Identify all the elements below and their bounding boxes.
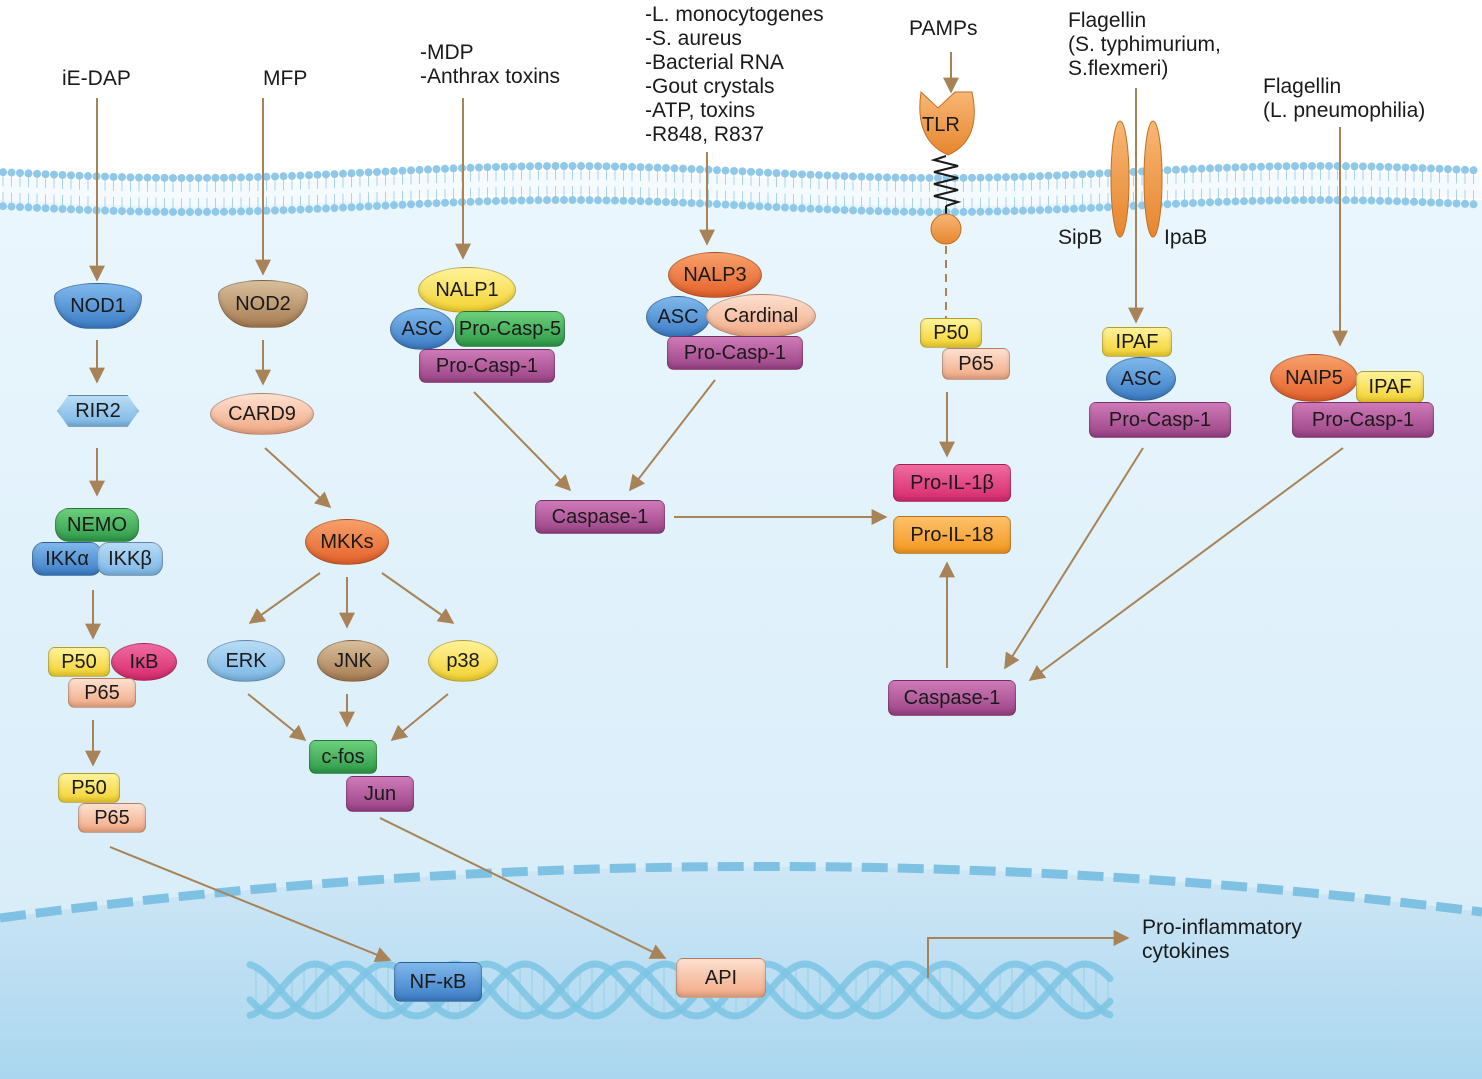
pro-casp-1-nalp3: Pro-Casp-1 [667, 336, 803, 370]
p65-1: P65 [68, 678, 136, 708]
ikb: IκB [111, 643, 177, 681]
sipb-channel [1110, 120, 1130, 238]
output-cytokines: Pro-inflammatory cytokines [1142, 916, 1302, 963]
asc-1: ASC [390, 308, 454, 350]
arrows [85, 52, 1348, 978]
input-nalp3-triggers: -L. monocytogenes -S. aureus -Bacterial … [645, 3, 824, 146]
p50-2: P50 [58, 773, 120, 803]
api: API [676, 958, 766, 998]
card9: CARD9 [210, 393, 314, 435]
ipaf-2: IPAF [1356, 371, 1424, 403]
pro-il-18: Pro-IL-18 [893, 516, 1011, 554]
nod1: NOD1 [54, 283, 142, 329]
input-flagellin-s: Flagellin (S. typhimurium, S.flexmeri) [1068, 9, 1221, 80]
nf-kb: NF-κB [394, 962, 482, 1002]
caspase-1-right: Caspase-1 [888, 680, 1016, 716]
p38: p38 [428, 640, 498, 682]
label-ipab: IpaB [1164, 226, 1208, 249]
nod2: NOD2 [218, 280, 308, 328]
rir2: RIR2 [57, 395, 139, 427]
p65-3: P65 [942, 348, 1010, 380]
ipaf-1: IPAF [1102, 327, 1172, 357]
p65-2: P65 [78, 803, 146, 833]
c-fos: c-fos [309, 740, 377, 774]
pro-casp-1-ipaf: Pro-Casp-1 [1089, 402, 1231, 438]
pro-casp-1-nalp1: Pro-Casp-1 [419, 349, 555, 383]
naip5: NAIP5 [1270, 354, 1358, 402]
input-pamps: PAMPs [909, 17, 978, 40]
input-ie-dap: iE-DAP [62, 67, 131, 90]
input-flagellin-l: Flagellin (L. pneumophilia) [1263, 75, 1426, 122]
pro-il-1b: Pro-IL-1β [893, 464, 1011, 502]
p50-3: P50 [920, 318, 982, 348]
pro-casp-5: Pro-Casp-5 [455, 311, 565, 347]
tlr-tir-domain [930, 213, 962, 245]
cardinal: Cardinal [706, 294, 816, 338]
asc-2: ASC [646, 296, 710, 338]
jnk: JNK [317, 640, 389, 682]
nalp1: NALP1 [418, 267, 516, 313]
erk: ERK [207, 640, 285, 682]
input-mfp: MFP [263, 67, 308, 90]
mkks: MKKs [305, 519, 389, 565]
nalp3: NALP3 [668, 252, 762, 298]
ikka: IKKα [32, 542, 102, 576]
ipab-channel [1143, 120, 1163, 238]
pro-casp-1-naip5: Pro-Casp-1 [1292, 402, 1434, 438]
jun: Jun [346, 776, 414, 812]
nemo: NEMO [55, 508, 139, 542]
p50-1: P50 [48, 647, 110, 677]
label-sipb: SipB [1058, 226, 1103, 249]
tlr-transmembrane-coil [930, 155, 962, 207]
tlr-receptor [919, 90, 975, 318]
caspase-1-center: Caspase-1 [535, 500, 665, 534]
asc-3: ASC [1106, 357, 1176, 401]
input-mdp-anthrax: -MDP -Anthrax toxins [420, 41, 561, 88]
ikkb: IKKβ [97, 542, 163, 576]
tlr-label: TLR [922, 114, 960, 136]
